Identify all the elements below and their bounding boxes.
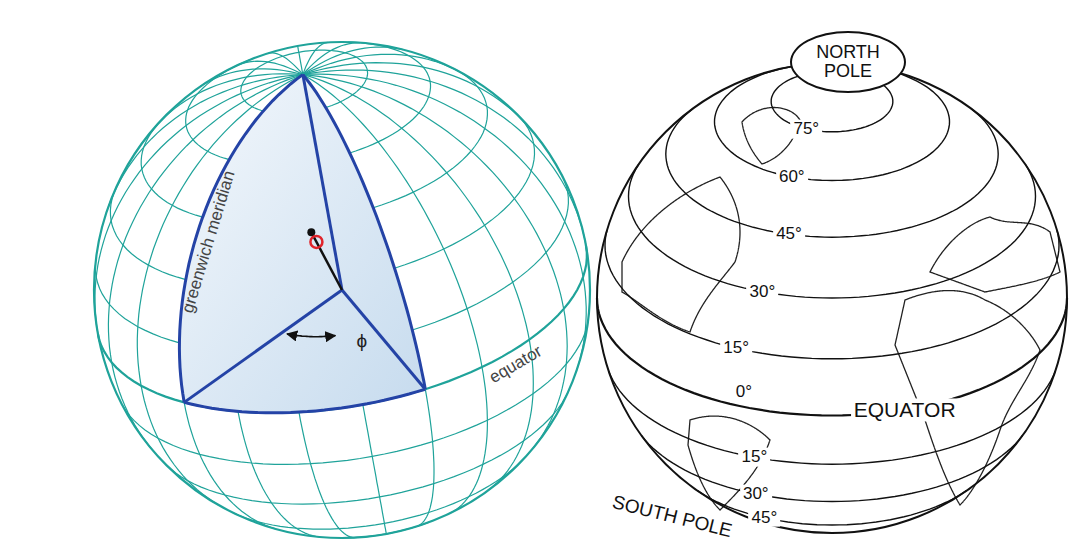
equator-label: EQUATOR xyxy=(851,398,959,421)
latitude-value: 30° xyxy=(747,283,779,302)
latitude-globe xyxy=(597,63,1067,533)
pole-label: NORTH POLE xyxy=(811,43,885,81)
pole-ellipse: NORTH POLE xyxy=(790,31,906,93)
wireframe-grid xyxy=(94,42,590,538)
equator-line xyxy=(597,298,1067,416)
latitude-line xyxy=(698,491,967,525)
wedge-radius xyxy=(303,75,342,290)
wedge-fill xyxy=(179,75,425,413)
meridian-wedge xyxy=(179,75,425,413)
pole-label: SOUTH POLE xyxy=(607,491,737,542)
surface-point xyxy=(310,236,322,248)
latitude-line xyxy=(666,108,998,237)
position-vector xyxy=(311,232,342,290)
meridian-arc xyxy=(303,75,426,390)
wedge-radius xyxy=(342,290,425,389)
latitude-line xyxy=(609,371,1056,464)
meridian-line xyxy=(303,42,328,74)
wedge-radius xyxy=(184,290,342,402)
latitude-line xyxy=(233,460,522,529)
greenwich-meridian-arc xyxy=(179,75,302,403)
equator-arc xyxy=(184,389,425,413)
latitude-value: 0° xyxy=(736,383,752,402)
europe-outline xyxy=(930,217,1060,292)
latitude-value: 45° xyxy=(749,508,781,527)
latitude-value: 45° xyxy=(773,225,805,244)
latitude-line xyxy=(605,230,1059,359)
latitude-value: 15° xyxy=(739,448,771,467)
north-america-outline xyxy=(622,177,740,332)
latitude-value: 15° xyxy=(720,339,752,358)
latitude-line xyxy=(629,165,1036,298)
continent-outlines xyxy=(622,108,1060,511)
sphere-outline xyxy=(94,42,590,538)
meridian-line xyxy=(303,47,403,75)
angle-symbol: ϕ xyxy=(356,330,367,351)
latitude-value: 60° xyxy=(776,168,808,187)
latitude-lines xyxy=(597,63,1067,533)
latitude-value: 30° xyxy=(740,485,772,504)
globe-outline xyxy=(597,63,1067,533)
angle-arc xyxy=(287,334,335,337)
meridian-line xyxy=(303,54,460,74)
meridian-line xyxy=(303,43,360,75)
latitude-value: 75° xyxy=(790,120,822,139)
